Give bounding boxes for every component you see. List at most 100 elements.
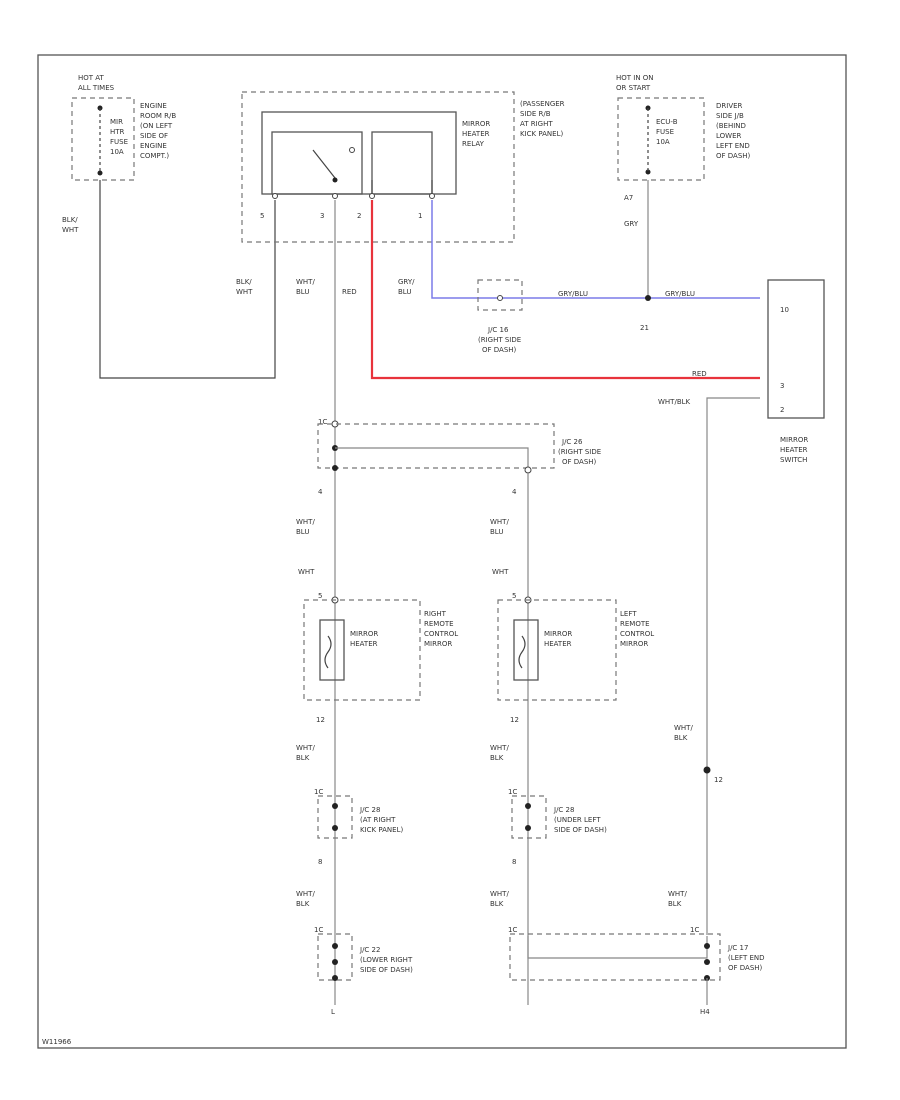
fuse-right-name-2: FUSE	[656, 128, 674, 136]
wire-jc26-bus	[335, 447, 529, 470]
fuse-left-loc-5: ENGINE	[140, 142, 167, 150]
jc22-box	[317, 933, 353, 981]
relay-pin2-terminal	[369, 193, 375, 199]
jc16-box	[477, 279, 523, 311]
switch-box	[767, 279, 825, 419]
wire-label-wht-blk-l2-2: BLK	[296, 900, 310, 908]
relay-pin-5: 5	[260, 212, 264, 220]
fuse-left-loc-3: (ON LEFT	[140, 122, 173, 130]
jc22-dot-2	[332, 959, 338, 965]
mirror-left-heater-1: MIRROR	[544, 630, 572, 638]
wire-label-wht-blk-r2-1: WHT/	[490, 890, 509, 898]
jc17-name-2: (LEFT END	[728, 954, 765, 962]
wire-label-wht-blk-l1: WHT/	[296, 744, 315, 752]
jc28b-name-2: (UNDER LEFT	[554, 816, 601, 824]
jc28a-name-1: J/C 28	[359, 806, 380, 814]
wire-label-wht-blk-r2-2: BLK	[490, 900, 504, 908]
jc28a-name-2: (AT RIGHT	[360, 816, 396, 824]
jc28a-dot-2	[332, 825, 338, 831]
jc17-pin-right: 1C	[690, 926, 699, 934]
switch-name-3: SWITCH	[780, 456, 807, 464]
wire-label-wht-l: WHT	[298, 568, 315, 576]
wire-label-blk-wht-2: WHT	[236, 288, 253, 296]
fuse-right-loc-2: SIDE J/B	[716, 112, 744, 120]
wire-red	[370, 200, 760, 380]
wire-label-wht-blk-rr2: BLK	[674, 734, 688, 742]
diagram-frame	[37, 54, 847, 1049]
wire-label-wht-blk-l2-1: WHT/	[296, 890, 315, 898]
mirror-right-heater-element	[319, 619, 345, 681]
jc28b-pin-bot: 8	[512, 858, 516, 866]
relay-name-1: MIRROR	[462, 120, 490, 128]
wire-label-red: RED	[342, 288, 357, 296]
wire-label-wht-blk-rr2-2: BLK	[668, 900, 682, 908]
switch-pin-3: 3	[780, 382, 784, 390]
jc22-ground: L	[331, 1008, 335, 1016]
relay-contact-arm	[312, 149, 336, 179]
wire-jc17-bus	[527, 936, 708, 959]
jc28a-dot-1	[332, 803, 338, 809]
wire-label-wht-blu-r1: WHT/	[490, 518, 509, 526]
wire-label-wht-blu-1: WHT/	[296, 278, 315, 286]
wire-label-wht-blk-rr2-1: WHT/	[668, 890, 687, 898]
wire-label-wht-blu-l2: BLU	[296, 528, 309, 536]
relay-outer-box	[241, 91, 515, 243]
jc28b-pin-top: 1C	[508, 788, 517, 796]
relay-loc-1: (PASSENGER	[520, 100, 565, 108]
switch-pin-10: 10	[780, 306, 789, 314]
wire-label-gry-blu-1: GRY/	[398, 278, 415, 286]
fuse-right-terminal-bot	[645, 169, 651, 175]
switch-pin-2: 2	[780, 406, 784, 414]
wire-wht-blk-switch	[706, 397, 760, 935]
mirror-left-pin-top: 5	[512, 592, 516, 600]
jc22-pin-top: 1C	[314, 926, 323, 934]
splice-12-label: 12	[714, 776, 723, 784]
mirror-right-heater-1: MIRROR	[350, 630, 378, 638]
wire-label-wht-blu-2: BLU	[296, 288, 309, 296]
mirror-right-name-1: RIGHT	[424, 610, 447, 618]
mirror-right-pin-bot: 12	[316, 716, 325, 724]
jc28b-dot-1	[525, 803, 531, 809]
wire-label-blk-wht-left-2: WHT	[62, 226, 79, 234]
fuse-left-loc-2: ROOM R/B	[140, 112, 176, 120]
jc16-name-2: (RIGHT SIDE	[478, 336, 521, 344]
mirror-right-name-3: CONTROL	[424, 630, 458, 638]
wire-gry-blu	[431, 200, 760, 299]
wire-fuse-to-relay-5	[99, 180, 276, 379]
jc26-pin-left: 4	[318, 488, 323, 496]
wire-label-blk-wht-1: BLK/	[236, 278, 252, 286]
wire-label-a7: A7	[624, 194, 633, 202]
relay-body	[261, 111, 457, 195]
relay-loc-2: SIDE R/B	[520, 110, 551, 118]
jc22-name-3: SIDE OF DASH)	[360, 966, 413, 974]
relay-contact-fixed	[349, 147, 355, 153]
fuse-right-name-1: ECU-B	[656, 118, 678, 126]
mirror-right-heater-2: HEATER	[350, 640, 378, 648]
wire-label-wht-blu-l1: WHT/	[296, 518, 315, 526]
mirror-right-name-4: MIRROR	[424, 640, 452, 648]
splice-12	[703, 766, 711, 774]
relay-loc-3: AT RIGHT	[520, 120, 553, 128]
jc16-name-1: J/C 16	[487, 326, 509, 334]
wire-label-gry: GRY	[624, 220, 639, 228]
fuse-left-name-2: HTR	[110, 128, 125, 136]
jc26-pin-top: 1C	[318, 418, 327, 426]
wire-label-wht-blk-rr1: WHT/	[674, 724, 693, 732]
jc26-pin-right: 4	[512, 488, 517, 496]
fuse-right-loc-4: LOWER	[716, 132, 742, 140]
jc17-name-3: OF DASH)	[728, 964, 763, 972]
wire-label-gry-blu-mid1: GRY/BLU	[558, 290, 588, 298]
relay-pin-1: 1	[418, 212, 422, 220]
fuse-left-hot-line1: HOT AT	[78, 74, 105, 82]
jc17-dot-1	[704, 943, 710, 949]
switch-name-2: HEATER	[780, 446, 808, 454]
jc17-box	[509, 933, 721, 981]
wire-label-red-right: RED	[692, 370, 707, 378]
jc22-dot-3	[332, 975, 338, 981]
relay-pin-2: 2	[357, 212, 361, 220]
fuse-left-loc-6: COMPT.)	[140, 152, 169, 160]
fuse-left-name-1: MIR	[110, 118, 123, 126]
jc22-dot-1	[332, 943, 338, 949]
relay-loc-4: KICK PANEL)	[520, 130, 563, 138]
jc26-box	[317, 423, 555, 469]
